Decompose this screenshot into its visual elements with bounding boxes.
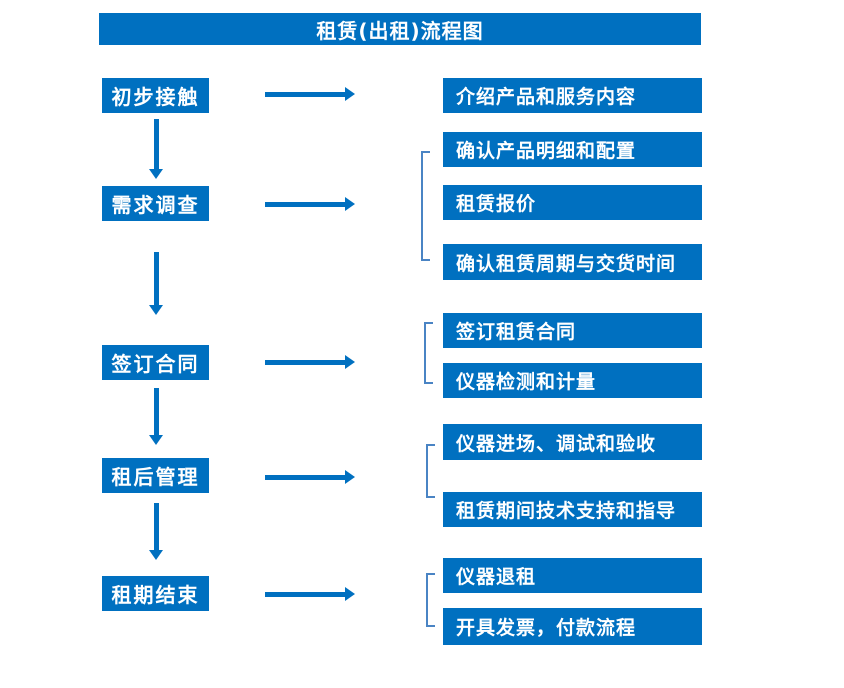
step-box-rental-end: 租期结束 (102, 576, 209, 611)
output-box-instrument-return: 仪器退租 (443, 558, 702, 593)
output-box-confirm-period: 确认租赁周期与交货时间 (443, 244, 702, 280)
output-box-sign-rental-contract: 签订租赁合同 (443, 313, 702, 348)
down-arrow-icon (149, 252, 163, 315)
right-arrow-icon (265, 587, 355, 601)
step-box-post-rental: 租后管理 (102, 458, 209, 493)
right-arrow-icon (265, 197, 355, 211)
output-box-instrument-setup: 仪器进场、调试和验收 (443, 424, 702, 460)
right-arrow-icon (265, 355, 355, 369)
output-box-confirm-details: 确认产品明细和配置 (443, 132, 702, 167)
down-arrow-icon (149, 388, 163, 445)
output-box-introduce-products: 介绍产品和服务内容 (443, 78, 702, 113)
output-box-tech-support: 租赁期间技术支持和指导 (443, 492, 702, 527)
down-arrow-icon (149, 503, 163, 560)
output-box-invoice-payment: 开具发票，付款流程 (443, 608, 702, 645)
output-box-instrument-testing: 仪器检测和计量 (443, 363, 702, 398)
step-box-demand-survey: 需求调查 (102, 186, 209, 221)
flowchart-title: 租赁(出租)流程图 (99, 13, 701, 45)
group-bracket (426, 444, 435, 498)
group-bracket (421, 151, 430, 261)
group-bracket (424, 322, 433, 384)
group-bracket (426, 573, 435, 627)
down-arrow-icon (149, 119, 163, 179)
step-box-initial-contact: 初步接触 (102, 78, 209, 113)
right-arrow-icon (265, 87, 355, 101)
output-box-rental-quote: 租赁报价 (443, 185, 702, 220)
right-arrow-icon (265, 470, 355, 484)
step-box-sign-contract: 签订合同 (102, 345, 209, 380)
